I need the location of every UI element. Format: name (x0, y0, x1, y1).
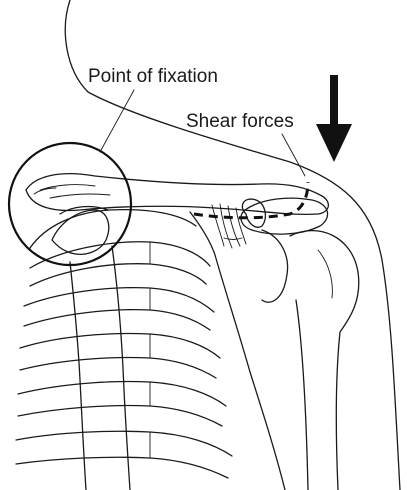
down-arrow-icon (316, 75, 352, 162)
humerus (290, 231, 359, 490)
fixation-leader-line (100, 90, 134, 152)
coracoid-process (242, 199, 265, 227)
fixation-circle (9, 143, 131, 265)
point-of-fixation-label: Point of fixation (88, 67, 218, 86)
clavicle-texture (34, 185, 110, 198)
sternum-edge (70, 246, 130, 490)
shear-dashed-line (194, 182, 308, 218)
ligament-fibers (212, 204, 246, 248)
rib-5 (18, 382, 226, 427)
first-rib (30, 207, 196, 248)
humerus-tubercle (318, 250, 332, 298)
rib-6 (16, 431, 232, 478)
manubrium (52, 210, 109, 254)
scapula (190, 212, 285, 490)
rib-4 (20, 334, 220, 378)
shear-forces-label: Shear forces (186, 112, 294, 131)
shear-leader-line (282, 134, 305, 176)
scapula-glenoid (262, 230, 288, 302)
